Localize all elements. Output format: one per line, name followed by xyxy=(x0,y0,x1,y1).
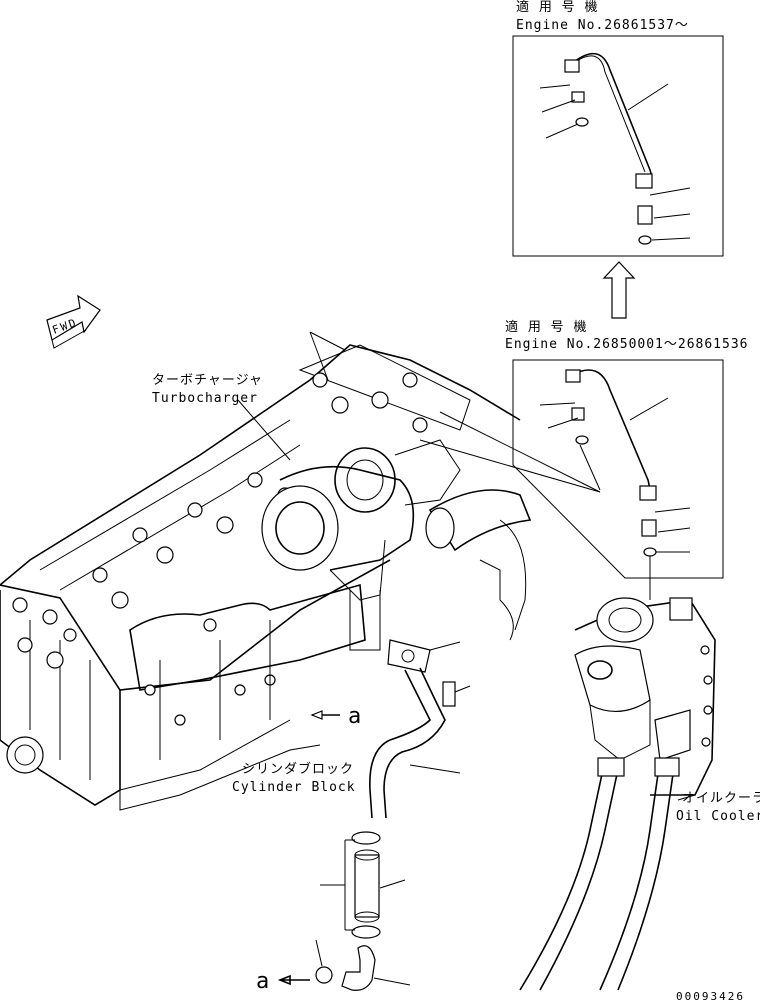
drain-tube xyxy=(369,667,461,819)
reference-a-upper: a xyxy=(348,704,361,729)
turbocharger xyxy=(261,439,532,651)
oil-cooler-jp: オイルクーラ xyxy=(682,791,760,806)
turbocharger-jp: ターボチャージャ xyxy=(152,373,263,388)
oil-cooler-en: Oil Cooler xyxy=(676,809,760,824)
middle-engine-number: Engine No.26850001～26861536 xyxy=(505,337,749,352)
inset-top: 適 用 号 機 Engine No.26861537～ xyxy=(512,0,724,257)
top-applicability-jp: 適 用 号 機 xyxy=(516,0,598,15)
fwd-arrow: FWD xyxy=(46,294,101,349)
reference-a-arrow-upper xyxy=(310,710,340,720)
cylinder-block-en: Cylinder Block xyxy=(232,780,356,795)
top-engine-number: Engine No.26861537～ xyxy=(516,18,689,33)
up-arrow xyxy=(602,261,636,319)
cylinder-block-jp: シリンダブロック xyxy=(242,761,354,777)
drawing-number: 00093426 xyxy=(676,990,745,1003)
reference-a-lower: a xyxy=(256,969,269,994)
hose-clamp-set xyxy=(277,831,411,991)
middle-applicability-jp: 適 用 号 機 xyxy=(505,319,587,335)
gasket-bolt xyxy=(387,639,471,707)
turbocharger-en: Turbocharger xyxy=(152,391,258,406)
engine-block xyxy=(0,344,521,811)
oil-cooler xyxy=(519,597,716,991)
inset-middle: 適 用 号 機 Engine No.26850001～26861536 xyxy=(505,319,749,579)
